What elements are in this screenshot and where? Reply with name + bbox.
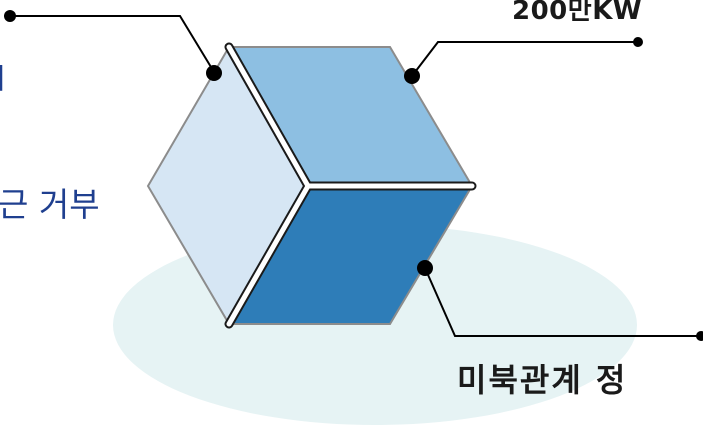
leader-dot-top-start xyxy=(404,68,420,84)
label-bottom-right: 미북관계 정 xyxy=(457,355,627,401)
leader-line-top xyxy=(412,42,638,76)
leader-dot-left-start xyxy=(4,10,16,22)
label-left-mid: l xyxy=(0,60,5,100)
leader-dot-top-end xyxy=(633,37,643,47)
label-left: 근 거부 xyxy=(0,178,100,226)
label-top-right: 200만KW xyxy=(512,0,642,27)
leader-dot-left-end xyxy=(206,65,222,81)
leader-dot-bottom-end xyxy=(696,331,703,341)
leader-line-left xyxy=(10,16,214,72)
leader-dot-bottom-start xyxy=(417,260,433,276)
